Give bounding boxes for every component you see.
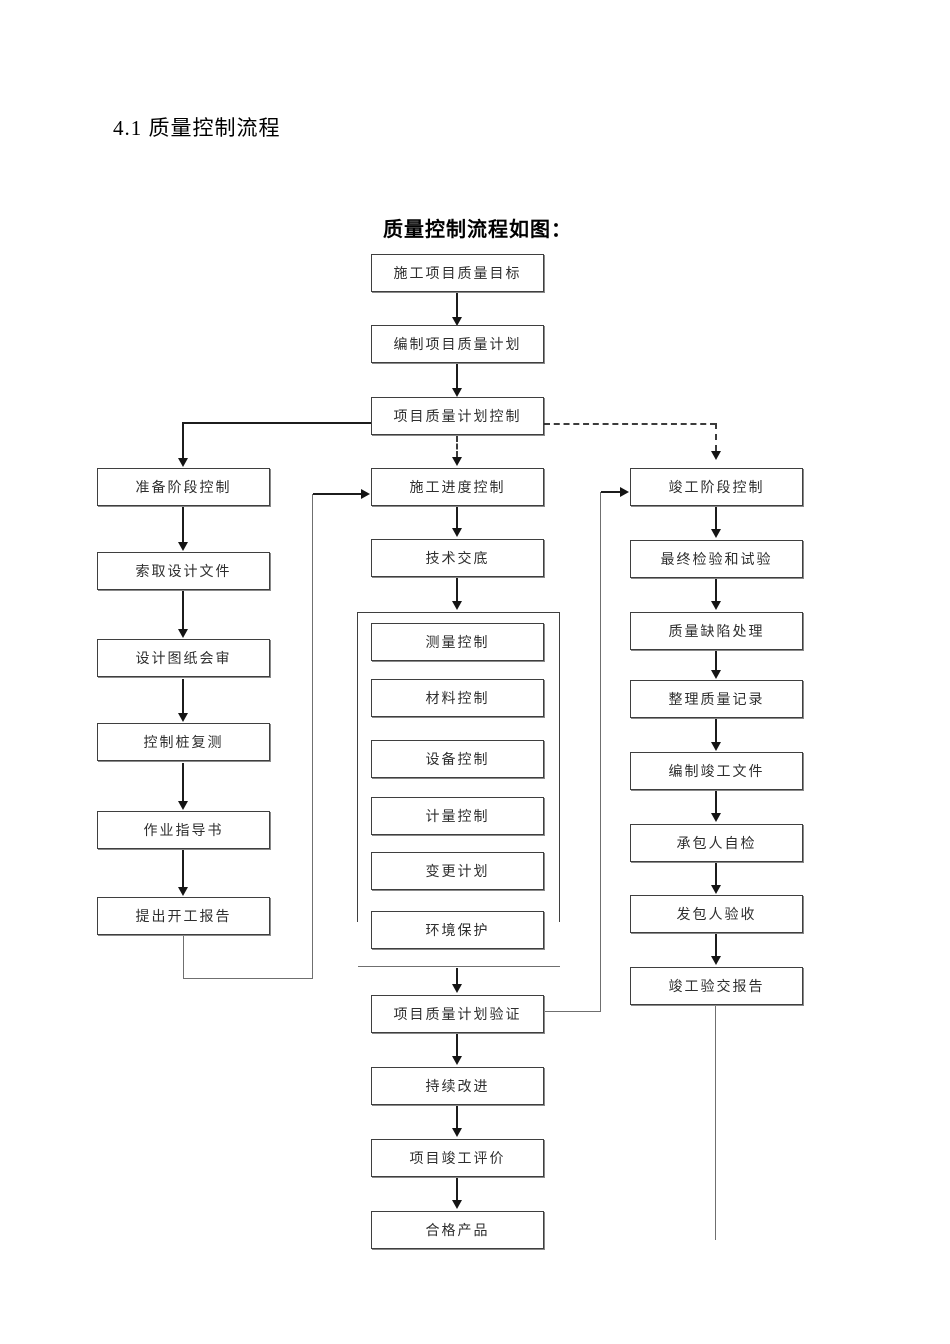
arrow-evaluation-to-product-head (452, 1200, 462, 1209)
node-organize-quality-records: 整理质量记录 (630, 680, 803, 718)
arrow-right-5-head (711, 813, 721, 822)
arrow-plan-to-control-head (452, 388, 462, 397)
feedback-left-down-line (183, 936, 184, 979)
arrow-evaluation-to-product-line (456, 1178, 458, 1200)
arrow-right-6-line (715, 863, 717, 885)
arrow-right-7-head (711, 956, 721, 965)
node-final-inspection-test: 最终检验和试验 (630, 540, 803, 578)
node-employer-acceptance: 发包人验收 (630, 895, 803, 933)
arrow-improvement-to-evaluation-head (452, 1128, 462, 1137)
arrow-goal-to-plan-head (452, 317, 462, 326)
flowchart-caption: 质量控制流程如图： (383, 219, 572, 241)
node-control-pile-resurvey: 控制桩复测 (97, 723, 270, 761)
arrow-right-2-head (711, 601, 721, 610)
arrow-left-2-head (178, 629, 188, 638)
node-completion-stage-control: 竣工阶段控制 (630, 468, 803, 506)
arrow-verification-to-improvement-head (452, 1056, 462, 1065)
arrow-left-1-head (178, 542, 188, 551)
branch-left-arrow-head (178, 458, 188, 467)
arrow-right-3-line (715, 651, 717, 670)
feedback-left-entry-line (313, 493, 361, 495)
node-quality-plan-verification: 项目质量计划验证 (371, 995, 544, 1033)
feedback-right-bottom-line (545, 1011, 601, 1012)
arrow-improvement-to-evaluation-line (456, 1106, 458, 1128)
node-quality-plan-control: 项目质量计划控制 (371, 397, 544, 435)
group-exit-horizontal-line (358, 966, 560, 967)
arrow-progress-to-disclosure-head (452, 528, 462, 537)
handover-report-descending-line (715, 1006, 716, 1240)
arrow-left-1-line (182, 507, 184, 542)
feedback-right-entry-line (601, 491, 620, 493)
arrow-left-4-line (182, 763, 184, 801)
arrow-verification-to-improvement-line (456, 1034, 458, 1056)
node-material-control: 材料控制 (371, 679, 544, 717)
arrow-left-3-head (178, 713, 188, 722)
feedback-right-arrow-head (620, 487, 629, 497)
section-heading: 4.1 质量控制流程 (113, 116, 281, 140)
arrow-disclosure-to-group-head (452, 601, 462, 610)
feedback-left-bottom-line (183, 978, 313, 979)
branch-right-dashed-horizontal-line (544, 423, 716, 425)
node-equipment-control: 设备控制 (371, 740, 544, 778)
node-contractor-self-inspection: 承包人自检 (630, 824, 803, 862)
node-project-quality-goal: 施工项目质量目标 (371, 254, 544, 292)
arrow-right-1-line (715, 507, 717, 529)
node-prepare-quality-plan: 编制项目质量计划 (371, 325, 544, 363)
arrow-left-2-line (182, 591, 184, 629)
node-work-instruction: 作业指导书 (97, 811, 270, 849)
feedback-left-up-line (312, 494, 313, 979)
arrow-control-to-progress-head (452, 457, 462, 466)
arrow-right-6-head (711, 885, 721, 894)
arrow-control-to-progress-dashed-line (456, 436, 458, 457)
arrow-right-7-line (715, 934, 717, 956)
arrow-left-3-line (182, 679, 184, 713)
node-obtain-design-documents: 索取设计文件 (97, 552, 270, 590)
process-control-group-frame (357, 612, 560, 922)
branch-left-horizontal-line (183, 422, 371, 424)
node-continuous-improvement: 持续改进 (371, 1067, 544, 1105)
node-submit-commencement-report: 提出开工报告 (97, 897, 270, 935)
node-quality-defect-handling: 质量缺陷处理 (630, 612, 803, 650)
node-project-completion-evaluation: 项目竣工评价 (371, 1139, 544, 1177)
node-preparation-stage-control: 准备阶段控制 (97, 468, 270, 506)
arrow-right-4-head (711, 742, 721, 751)
branch-left-vertical-line (182, 422, 184, 458)
arrow-goal-to-plan-line (456, 293, 458, 317)
feedback-right-up-line (600, 492, 601, 1012)
node-change-plan: 变更计划 (371, 852, 544, 890)
arrow-right-3-head (711, 670, 721, 679)
node-completion-handover-report: 竣工验交报告 (630, 967, 803, 1005)
arrow-left-5-line (182, 850, 184, 887)
arrow-right-4-line (715, 719, 717, 742)
arrow-progress-to-disclosure-line (456, 507, 458, 528)
arrow-right-1-head (711, 529, 721, 538)
arrow-group-to-verification-line (456, 968, 458, 984)
node-measurement-control: 计量控制 (371, 797, 544, 835)
node-qualified-product: 合格产品 (371, 1211, 544, 1249)
node-survey-control: 测量控制 (371, 623, 544, 661)
node-design-drawing-review: 设计图纸会审 (97, 639, 270, 677)
node-environment-protection: 环境保护 (371, 911, 544, 949)
node-technical-disclosure: 技术交底 (371, 539, 544, 577)
node-construction-progress-control: 施工进度控制 (371, 468, 544, 506)
arrow-disclosure-to-group-line (456, 578, 458, 601)
branch-right-arrow-head (711, 451, 721, 460)
arrow-right-2-line (715, 579, 717, 601)
arrow-group-to-verification-head (452, 984, 462, 993)
arrow-left-5-head (178, 887, 188, 896)
node-compile-completion-documents: 编制竣工文件 (630, 752, 803, 790)
arrow-right-5-line (715, 791, 717, 813)
arrow-plan-to-control-line (456, 364, 458, 388)
branch-right-dashed-vertical-line (715, 423, 717, 451)
feedback-left-arrow-head (361, 489, 370, 499)
arrow-left-4-head (178, 801, 188, 810)
